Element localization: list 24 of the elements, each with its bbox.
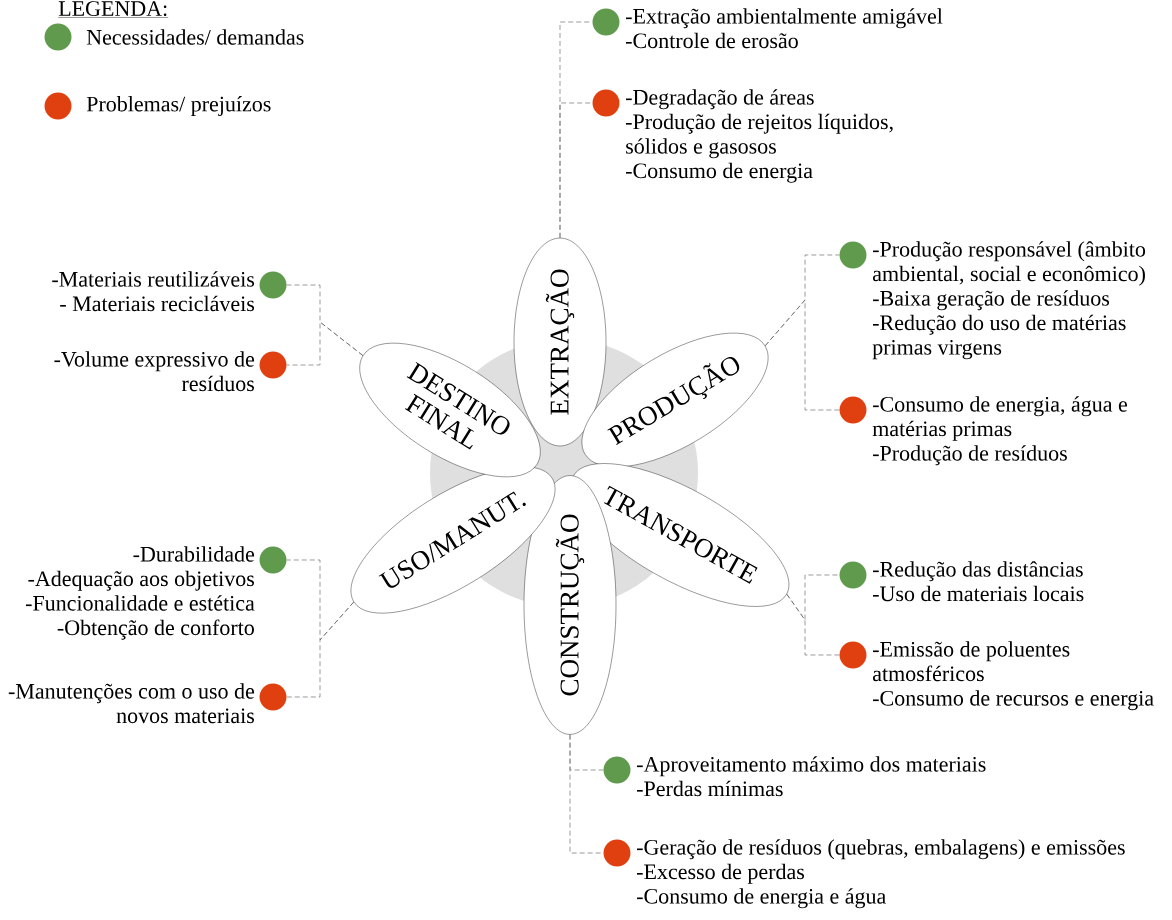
leader-line xyxy=(559,102,593,239)
leader-line xyxy=(786,593,840,656)
node-label: -Durabilidade xyxy=(133,546,255,562)
node-label: -Adequação aos objetivos xyxy=(28,570,255,591)
bullet-list: -Extração ambientalmente amigável -Controle de erosão xyxy=(626,8,943,49)
leader-line xyxy=(764,299,840,411)
legend-title: LEGENDA: xyxy=(58,1,169,18)
bullet-list: -Produção responsável (âmbito ambiental, social e econômico) -Baixa geração de resíduos -Redução do uso de matérias primas virgens xyxy=(872,241,1146,360)
leader-line xyxy=(286,601,355,698)
bullet-list: -Consumo de energia, água e matérias primas -Produção de resíduos xyxy=(872,396,1127,466)
bullet-list: -Emissão de poluentes atmosféricos -Consumo de recursos e energia xyxy=(873,641,1154,711)
bullet-list: -Degradação de áreas -Produção de rejeitos líquidos, sólidos e gasosos -Consumo de energia xyxy=(626,89,893,183)
bullet-list: -Manutenções com o uso de novos materiais xyxy=(8,683,255,724)
legend-text: Problemas/ prejuízos xyxy=(86,96,271,116)
bullet-list: -Geração de resíduos (quebras, embalagens) e emissões -Excesso de perdas -Consumo de energia e água xyxy=(637,839,1125,909)
legend-text: Necessidades/ demandas xyxy=(86,29,304,45)
bullet-list: -Volume expressivo de resíduos xyxy=(54,351,255,392)
node-label: -Funcionalidade e estética xyxy=(25,595,255,611)
bullet-list: -Redução das distâncias -Uso de materiais locais xyxy=(873,561,1084,602)
bullet-list: -Aproveitamento máximo dos materiais -Perdas mínimas xyxy=(637,756,986,797)
bullet-list: -Materiais reutilizáveis - Materiais recicláveis xyxy=(52,271,255,312)
leader-line xyxy=(286,321,364,366)
bullet-list: -Durabilidade -Adequação aos objetivos -Funcionalidade e estética -Obtenção de conforto xyxy=(25,546,255,640)
node-label: -Obtenção de conforto xyxy=(57,619,254,640)
